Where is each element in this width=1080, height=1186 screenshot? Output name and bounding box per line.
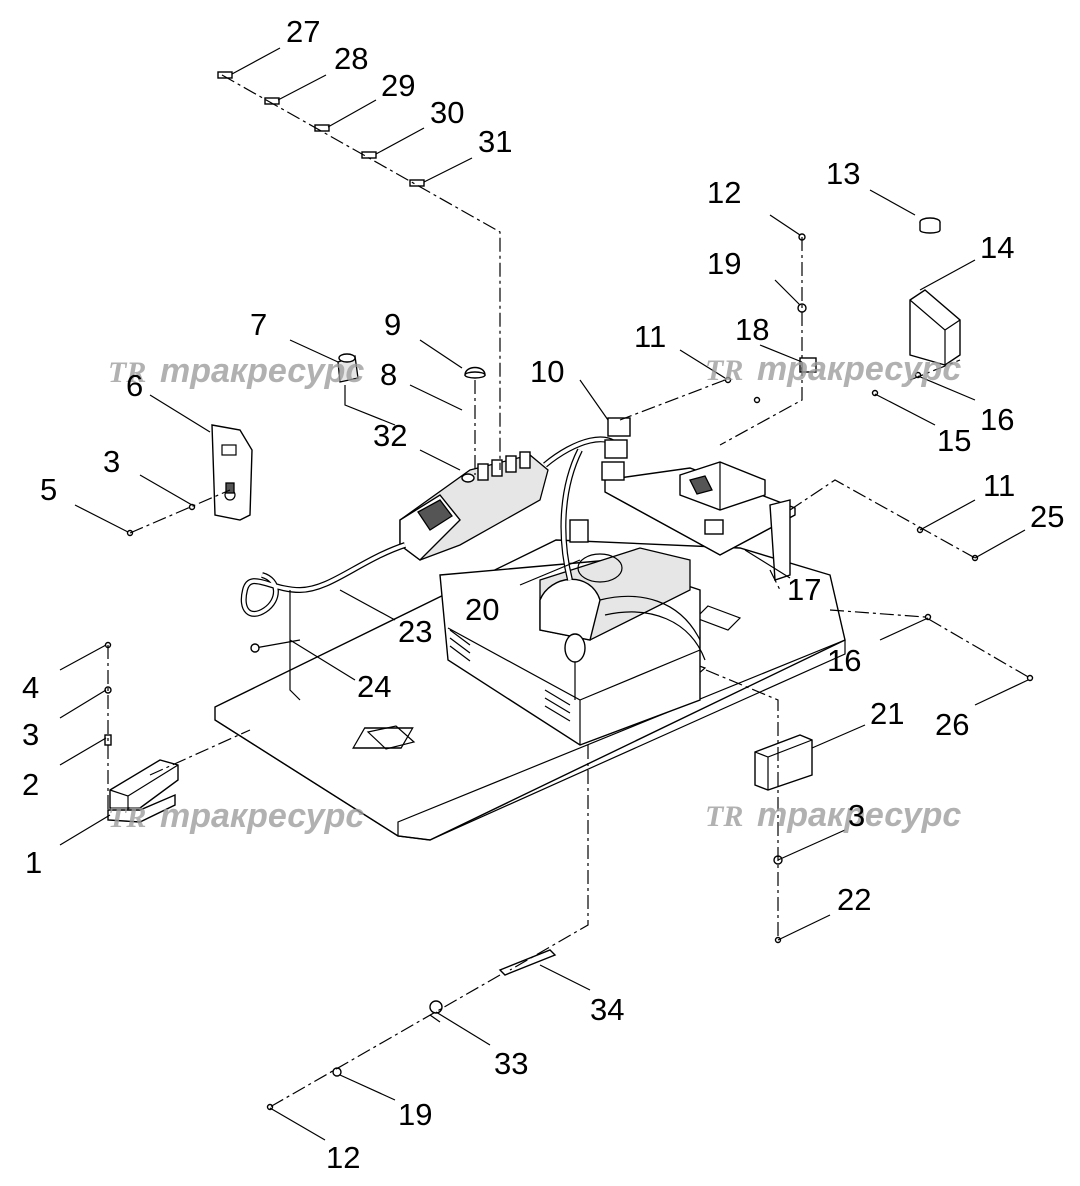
callout-32: 32	[373, 418, 407, 453]
clamp-part-33	[429, 1000, 443, 1023]
callout-19-bottom: 19	[398, 1097, 432, 1132]
callout-12-bottom: 12	[326, 1140, 360, 1175]
callout-15: 15	[937, 423, 971, 458]
pedal-part-1	[107, 759, 179, 823]
callout-19-top: 19	[707, 246, 741, 281]
callout-28: 28	[334, 41, 368, 76]
callout-6: 6	[126, 368, 143, 403]
console-housing	[439, 547, 706, 746]
callout-33: 33	[494, 1046, 528, 1081]
switch-part-7	[337, 353, 359, 383]
plate-part-34	[498, 949, 557, 976]
callout-2: 2	[22, 767, 39, 802]
callout-numbers: 27 28 29 30 31 12 13 19 14 7 9 11 18 6 8…	[22, 14, 1064, 1175]
svg-text:TR: TR	[108, 356, 146, 389]
control-panel-body	[399, 451, 549, 561]
callout-16-top: 16	[980, 402, 1014, 437]
assembly-centerlines	[107, 74, 1031, 1108]
svg-text:TR: TR	[705, 800, 743, 833]
callout-21: 21	[870, 696, 904, 731]
callout-9: 9	[384, 307, 401, 342]
callout-27: 27	[286, 14, 320, 49]
callout-13: 13	[826, 156, 860, 191]
callout-34: 34	[590, 992, 624, 1027]
callout-23: 23	[398, 614, 432, 649]
watermark-4: TR тракресурс	[705, 796, 961, 834]
watermark-3: TR тракресурс	[108, 797, 364, 835]
callout-26: 26	[935, 707, 969, 742]
svg-text:тракресурс: тракресурс	[160, 797, 364, 835]
callout-11-right: 11	[983, 468, 1015, 503]
svg-text:тракресурс: тракресурс	[757, 350, 961, 388]
svg-text:тракресурс: тракресурс	[757, 796, 961, 834]
callout-10: 10	[530, 354, 564, 389]
callout-24: 24	[357, 669, 391, 704]
callout-22: 22	[837, 882, 871, 917]
clip-part-18	[799, 357, 817, 373]
svg-text:TR: TR	[108, 801, 146, 834]
watermark-1: TR тракресурс	[108, 352, 364, 390]
callout-5: 5	[40, 472, 57, 507]
callout-3-right: 3	[848, 798, 865, 833]
module-box-part-14	[909, 289, 961, 366]
watermark-2: TR тракресурс	[705, 350, 961, 388]
knob-part-9	[464, 366, 486, 379]
callout-20: 20	[465, 592, 499, 627]
callout-8: 8	[380, 357, 397, 392]
bracket-part-6	[211, 424, 253, 521]
plug-part-13	[919, 217, 941, 234]
callout-31: 31	[478, 124, 512, 159]
callout-12-top: 12	[707, 175, 741, 210]
callout-14: 14	[980, 230, 1014, 265]
callout-3-top: 3	[103, 444, 120, 479]
svg-text:TR: TR	[705, 354, 743, 387]
callout-25: 25	[1030, 499, 1064, 534]
callout-7: 7	[250, 307, 267, 342]
callout-4: 4	[22, 670, 39, 705]
svg-text:тракресурс: тракресурс	[160, 352, 364, 390]
callout-11-top: 11	[634, 319, 666, 354]
leader-lines	[59, 47, 1029, 1141]
ecu-mounting-plate	[601, 417, 796, 581]
callout-29: 29	[381, 68, 415, 103]
callout-30: 30	[430, 95, 464, 130]
block-part-21	[754, 734, 813, 791]
callout-17: 17	[787, 572, 821, 607]
callout-1: 1	[25, 845, 42, 880]
callout-16-mid: 16	[827, 643, 861, 678]
callout-18: 18	[735, 312, 769, 347]
callout-3-mid: 3	[22, 717, 39, 752]
